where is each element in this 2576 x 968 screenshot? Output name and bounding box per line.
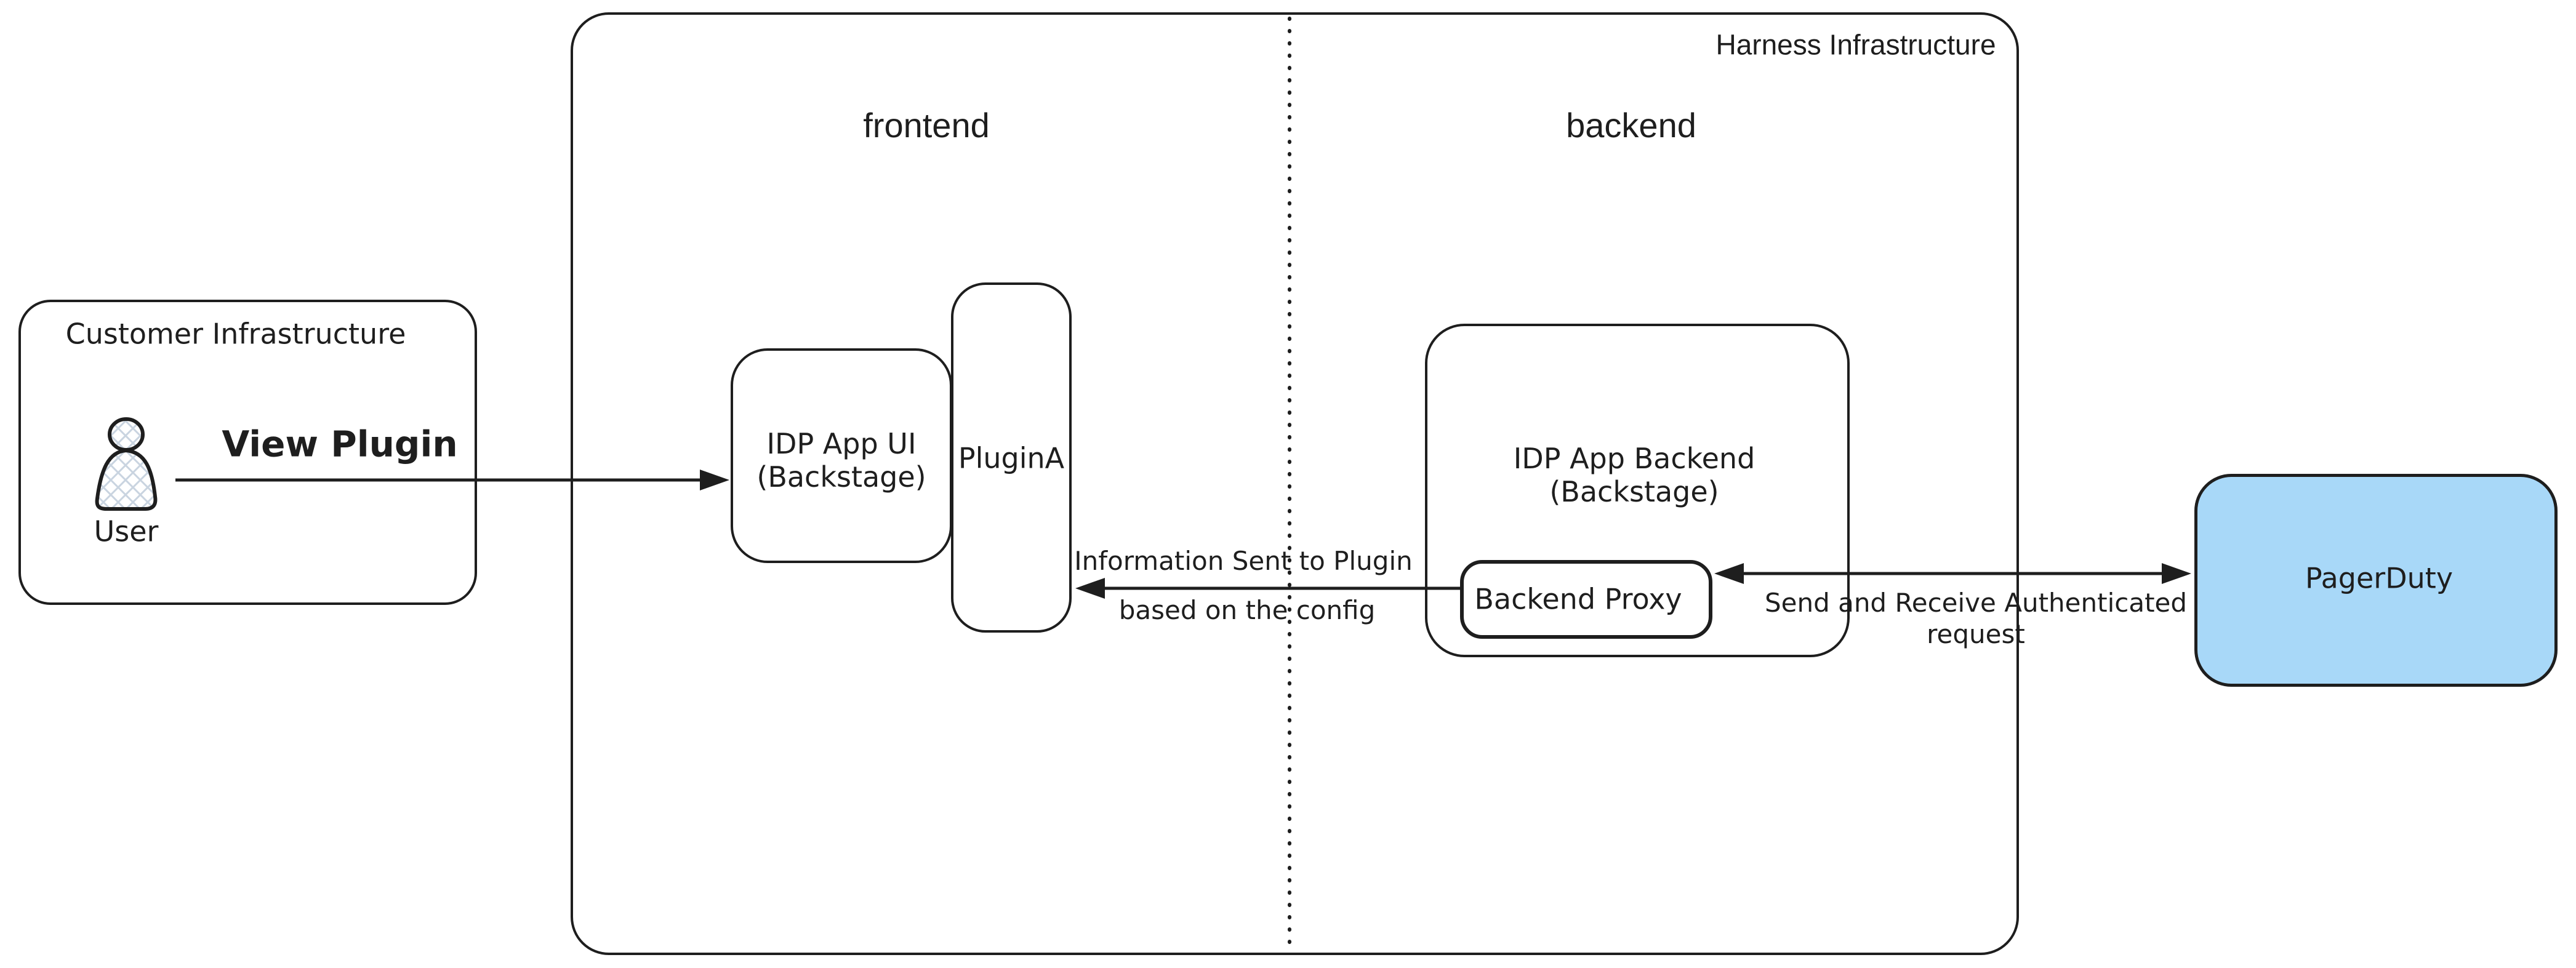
info-sent-arrow-label-line1: Information Sent to Plugin bbox=[1074, 545, 1413, 576]
auth-request-arrow-label-line1: Send and Receive Authenticated bbox=[1764, 587, 2188, 618]
harness-infrastructure-title: Harness Infrastructure bbox=[1715, 28, 1996, 61]
plugin-a-label: PluginA bbox=[958, 441, 1065, 475]
frontend-section-label: frontend bbox=[863, 105, 990, 145]
auth-request-arrow-label-line2: request bbox=[1927, 618, 2025, 649]
idp-app-ui-label: IDP App UI (Backstage) bbox=[756, 427, 926, 494]
view-plugin-arrow-label: View Plugin bbox=[222, 423, 458, 465]
idp-app-backend-label-line1: IDP App Backend bbox=[1513, 442, 1755, 475]
pagerduty-label: PagerDuty bbox=[2305, 561, 2454, 595]
idp-app-backend-label: IDP App Backend (Backstage) bbox=[1514, 442, 1755, 508]
idp-app-ui-label-line2: (Backstage) bbox=[756, 460, 926, 494]
user-label: User bbox=[94, 514, 159, 548]
idp-app-ui-label-line1: IDP App UI bbox=[766, 427, 917, 460]
idp-app-ui-box bbox=[731, 348, 952, 563]
backend-section-label: backend bbox=[1566, 105, 1696, 145]
backend-proxy-label: Backend Proxy bbox=[1474, 582, 1682, 616]
backend-proxy-box bbox=[1460, 560, 1712, 639]
info-sent-arrow-label-line2: based on the config bbox=[1118, 594, 1376, 625]
customer-infrastructure-box bbox=[18, 300, 477, 605]
pagerduty-box bbox=[2194, 474, 2558, 687]
customer-infrastructure-title: Customer Infrastructure bbox=[65, 317, 406, 351]
idp-app-backend-label-line2: (Backstage) bbox=[1549, 475, 1719, 508]
plugin-a-box bbox=[951, 282, 1072, 633]
